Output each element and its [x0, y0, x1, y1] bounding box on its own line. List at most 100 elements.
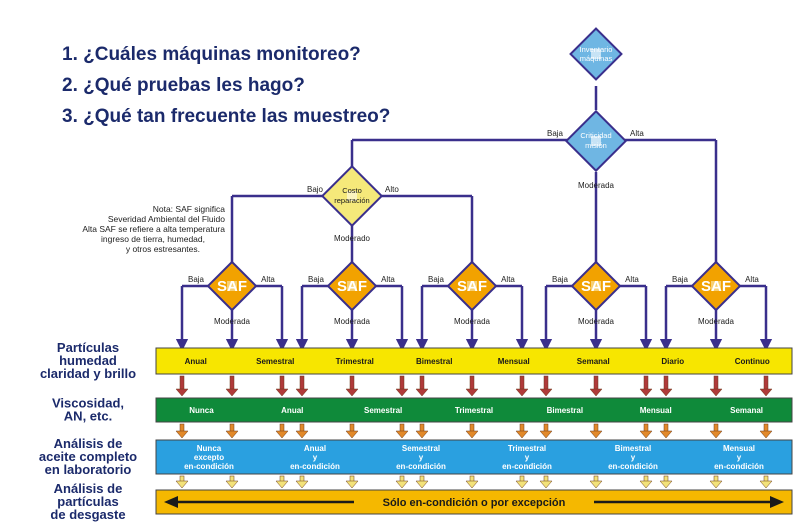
- saf-moderate-label: Moderada: [698, 317, 735, 326]
- down-arrow-icon: [345, 423, 359, 439]
- down-arrow-icon: [515, 475, 529, 489]
- question-1: 1. ¿Cuáles máquinas monitoreo?: [62, 44, 361, 65]
- down-arrow-icon: [175, 375, 189, 397]
- repair-cost-line-2: reparación: [334, 196, 369, 205]
- row-cell-label: Trimestral: [336, 357, 374, 366]
- row-cell-label: Mensual: [640, 406, 672, 415]
- criticality-line-1: Criticidad: [580, 131, 611, 140]
- down-arrow-icon: [295, 423, 309, 439]
- down-arrow-icon: [275, 423, 289, 439]
- row-cell-label: Sólo en-condición o por excepción: [383, 497, 566, 509]
- row-cell-label: Semestral: [402, 444, 440, 453]
- note-line-2: Severidad Ambiental del Fluido: [108, 214, 225, 224]
- row-title-line: humedad: [59, 353, 117, 368]
- row-cell-label: en-condición: [290, 462, 340, 471]
- criticality-line-2: misión: [585, 141, 607, 150]
- down-arrow-icon: [415, 475, 429, 489]
- down-arrow-icon: [295, 375, 309, 397]
- down-arrow-icon: [275, 375, 289, 397]
- question-3: 3. ¿Qué tan frecuente las muestreo?: [62, 106, 390, 127]
- note-line-3: Alta SAF se refiere a alta temperatura: [82, 224, 225, 234]
- down-arrow-icon: [225, 423, 239, 439]
- row-cell-label: Trimestral: [508, 444, 546, 453]
- row-cell-label: Continuo: [735, 357, 770, 366]
- down-arrow-icon: [395, 475, 409, 489]
- row-title-line: de desgaste: [50, 507, 125, 522]
- down-arrow-icon: [639, 375, 653, 397]
- row-cell-label: Bimestral: [416, 357, 452, 366]
- saf-low-label: Baja: [188, 275, 205, 284]
- row-cell-label: Semestral: [364, 406, 402, 415]
- row-cell-label: Bimestral: [615, 444, 651, 453]
- row-cell-label: Diario: [661, 357, 684, 366]
- down-arrow-icon: [465, 375, 479, 397]
- down-arrow-icon: [515, 375, 529, 397]
- down-arrow-icon: [465, 423, 479, 439]
- row-cell-label: Semestral: [256, 357, 294, 366]
- saf-label: SAF: [701, 278, 731, 295]
- saf-high-label: Alta: [745, 275, 759, 284]
- row-cell-label: Semanal: [730, 406, 763, 415]
- repair-cost-line-1: Costo: [342, 186, 362, 195]
- row-cell-label: Trimestral: [455, 406, 493, 415]
- row-title-line: Análisis de: [54, 436, 123, 451]
- down-arrow-icon: [395, 375, 409, 397]
- row-title-line: Viscosidad,: [52, 396, 124, 411]
- down-arrow-icon: [639, 423, 653, 439]
- note-line-1: Nota: SAF significa: [153, 204, 226, 214]
- down-arrow-icon: [759, 423, 773, 439]
- down-arrow-icon: [539, 423, 553, 439]
- down-arrow-icon: [659, 475, 673, 489]
- arrow-right-icon: [770, 496, 784, 508]
- row-cell-label: Anual: [281, 406, 303, 415]
- down-arrow-icon: [175, 475, 189, 489]
- down-arrow-icon: [589, 375, 603, 397]
- saf-low-label: Baja: [552, 275, 569, 284]
- row-title-line: en laboratorio: [45, 462, 132, 477]
- down-arrow-icon: [659, 375, 673, 397]
- down-arrow-icon: [759, 475, 773, 489]
- down-arrow-icon: [539, 375, 553, 397]
- down-arrow-icon: [225, 475, 239, 489]
- down-arrow-icon: [759, 375, 773, 397]
- saf-high-label: Alta: [625, 275, 639, 284]
- cost-high-label: Alto: [385, 185, 399, 194]
- row-cell-label: en-condición: [184, 462, 234, 471]
- saf-high-label: Alta: [261, 275, 275, 284]
- row-cell-label: y: [631, 453, 636, 462]
- row-band: [155, 439, 793, 475]
- row-cell-label: Anual: [304, 444, 326, 453]
- saf-note: Nota: SAF significa Severidad Ambiental …: [82, 204, 225, 254]
- repair-cost-node: Costo reparación: [320, 164, 384, 228]
- saf-high-label: Alta: [501, 275, 515, 284]
- row-cell-label: Semanal: [577, 357, 610, 366]
- row-title-line: Análisis de: [54, 481, 123, 496]
- row-cell-label: excepto: [194, 453, 224, 462]
- down-arrow-icon: [515, 423, 529, 439]
- saf-moderate-label: Moderada: [578, 317, 615, 326]
- row-cell-label: Anual: [185, 357, 207, 366]
- inventory-node: Inventario máquinas: [569, 27, 623, 81]
- row-cell-label: y: [419, 453, 424, 462]
- cost-low-label: Bajo: [307, 185, 324, 194]
- arrow-left-icon: [164, 496, 178, 508]
- down-arrow-icon: [415, 423, 429, 439]
- note-line-4: ingreso de tierra, humedad,: [101, 234, 205, 244]
- down-arrow-icon: [395, 423, 409, 439]
- row-cell-label: Mensual: [723, 444, 755, 453]
- row-cell-label: y: [313, 453, 318, 462]
- down-arrow-icon: [539, 475, 553, 489]
- down-arrow-icon: [175, 423, 189, 439]
- saf-high-label: Alta: [381, 275, 395, 284]
- saf-label: SAF: [217, 278, 247, 295]
- row-band: [155, 397, 793, 423]
